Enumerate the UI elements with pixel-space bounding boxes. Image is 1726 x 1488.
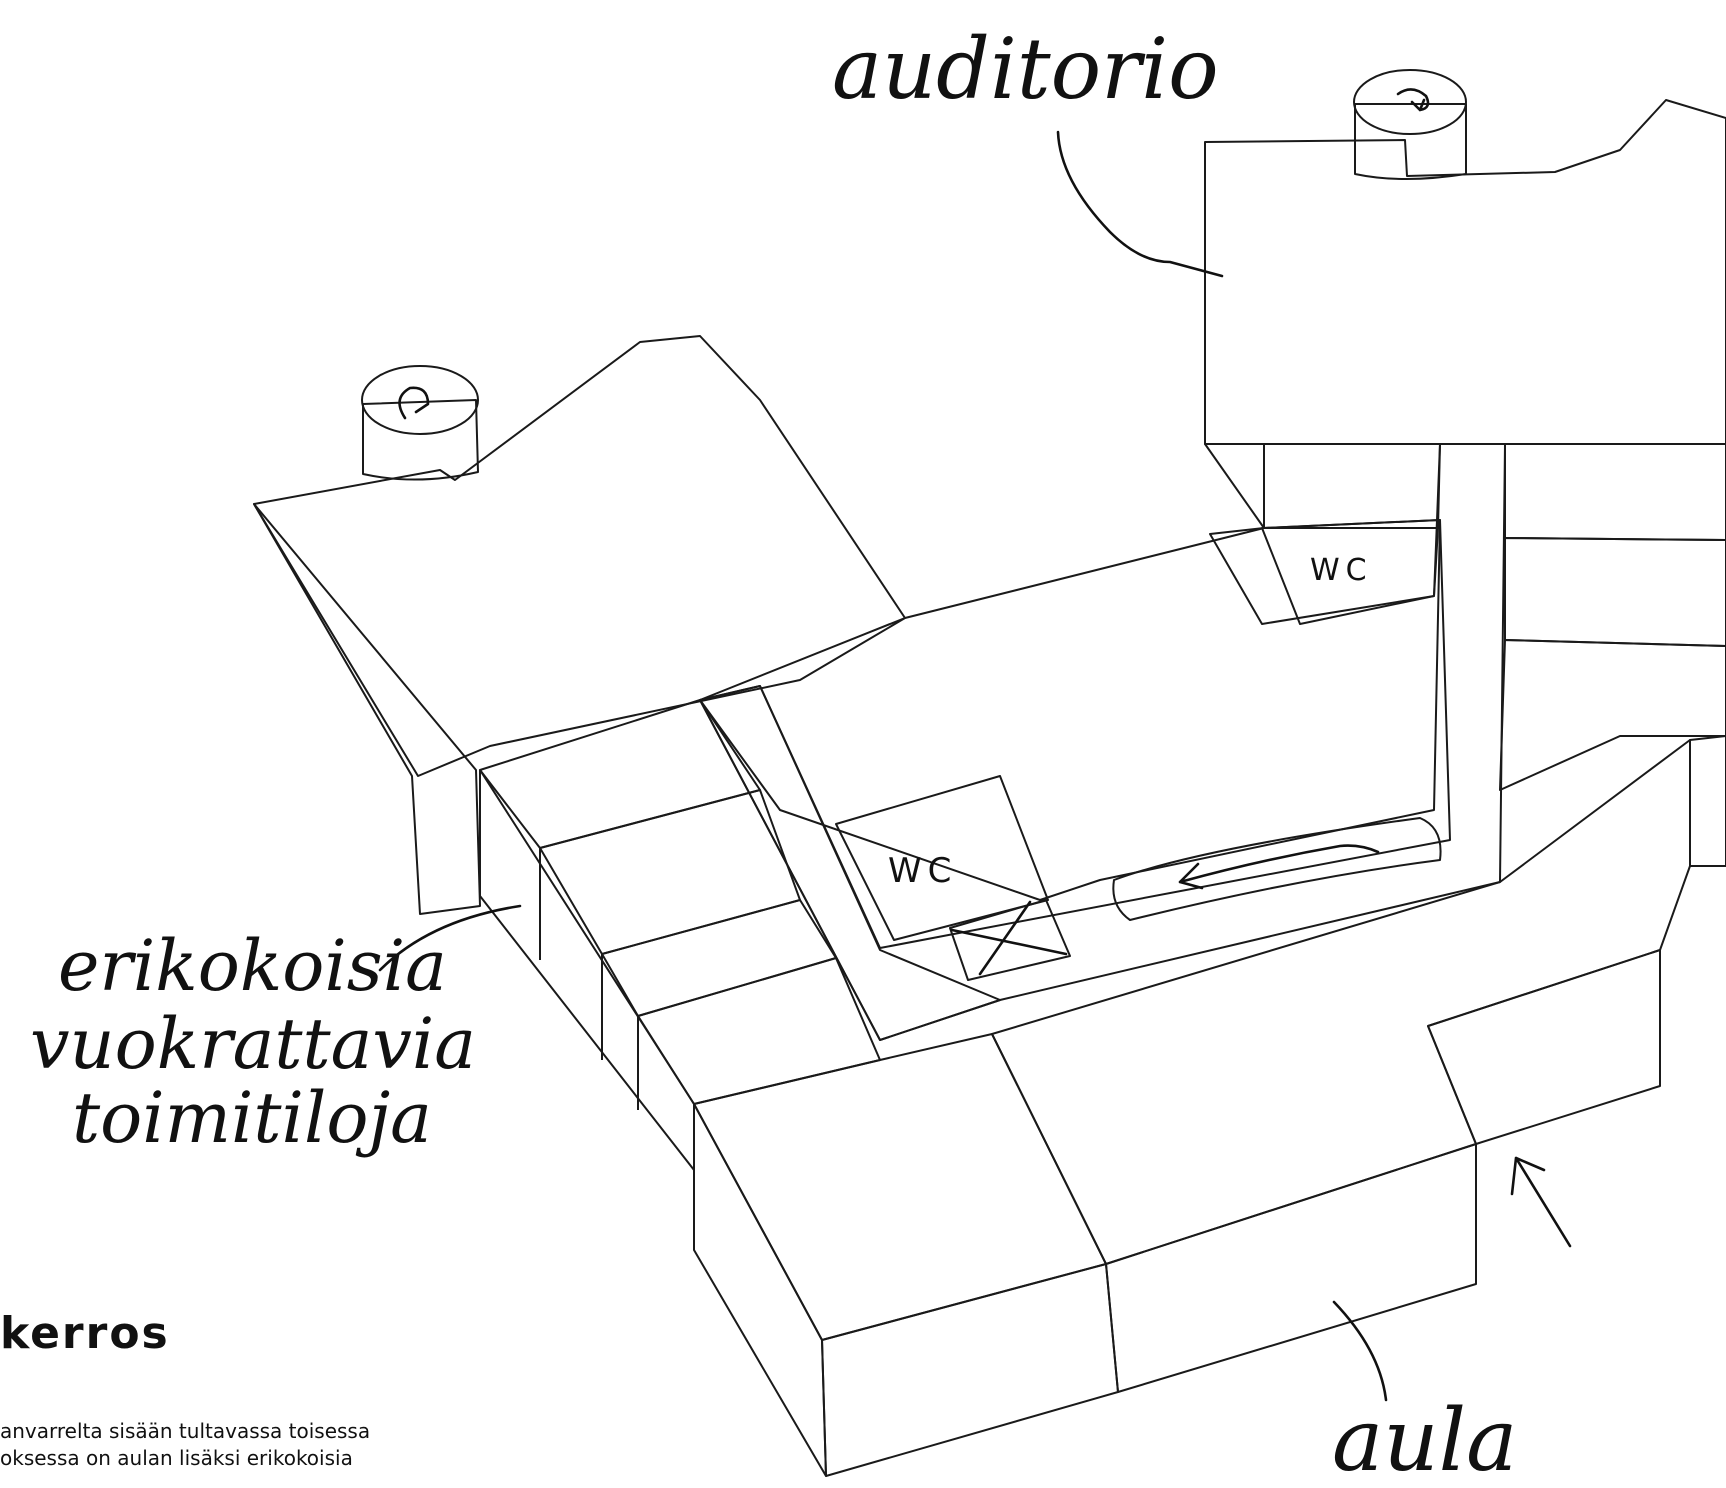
auditorium-label: auditorio <box>832 20 1219 118</box>
caption-title: kerros <box>0 1308 170 1359</box>
wc-upper: WC <box>1261 527 1439 625</box>
wc-upper-label: WC <box>1310 553 1373 588</box>
caption-line-2: oksessa on aulan lisäksi erikokoisia <box>0 1446 353 1470</box>
auditorium-annotation: auditorio <box>832 20 1224 278</box>
stair-tower-icon <box>1353 69 1467 180</box>
corridor <box>699 443 1506 1041</box>
rental-annotation: erikokoisia vuokrattavia toimitiloja <box>30 904 522 1159</box>
stair-direction-arrow-icon <box>1178 844 1380 890</box>
stairs-corridor <box>1112 817 1442 921</box>
offices-left <box>479 699 881 1171</box>
caption-body: anvarrelta sisään tultavassa toisessa ok… <box>0 1418 470 1472</box>
auditorium-block <box>1204 69 1726 445</box>
rental-label-line1: erikokoisia <box>58 925 447 1007</box>
wc-lower: WC <box>835 775 1049 941</box>
lobby <box>991 739 1691 1393</box>
corner-room <box>693 1033 1119 1477</box>
rental-label-line2: vuokrattavia <box>30 1003 476 1085</box>
rental-block-left <box>253 335 906 915</box>
entrance-arrow-icon <box>1510 1156 1572 1248</box>
offices-right <box>1263 443 1726 867</box>
stairs-lower <box>949 899 1071 981</box>
lobby-label: aula <box>1332 1391 1517 1488</box>
rental-floor-middle <box>699 519 1441 901</box>
wc-lower-label: WC <box>888 851 957 891</box>
caption-line-1: anvarrelta sisään tultavassa toisessa <box>0 1419 371 1443</box>
elevator-icon <box>361 365 479 481</box>
rental-label-line3: toimitiloja <box>72 1077 432 1159</box>
lobby-annotation: aula <box>1332 1300 1517 1488</box>
